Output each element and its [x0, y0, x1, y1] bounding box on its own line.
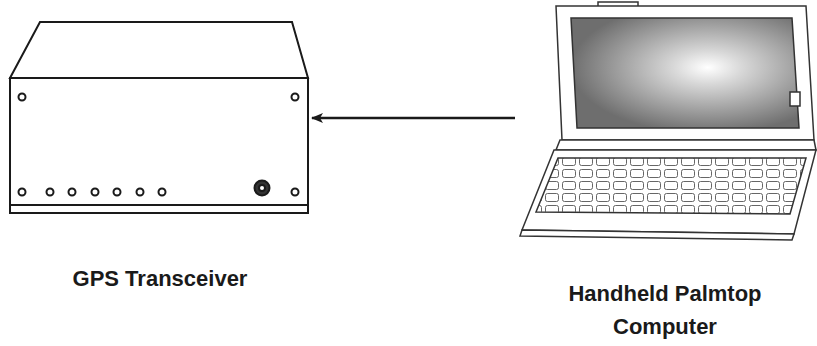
- device-label: GPS Transceiver: [8, 262, 312, 295]
- flow-arrow: [312, 117, 515, 120]
- transceiver-illustration: [10, 22, 308, 213]
- device-node: GPS Transceiver: [8, 15, 312, 340]
- device-label: Handheld Palmtop Computer: [515, 277, 815, 343]
- palmtop-illustration: [520, 2, 816, 240]
- device-node: Handheld Palmtop Computer: [515, 0, 815, 340]
